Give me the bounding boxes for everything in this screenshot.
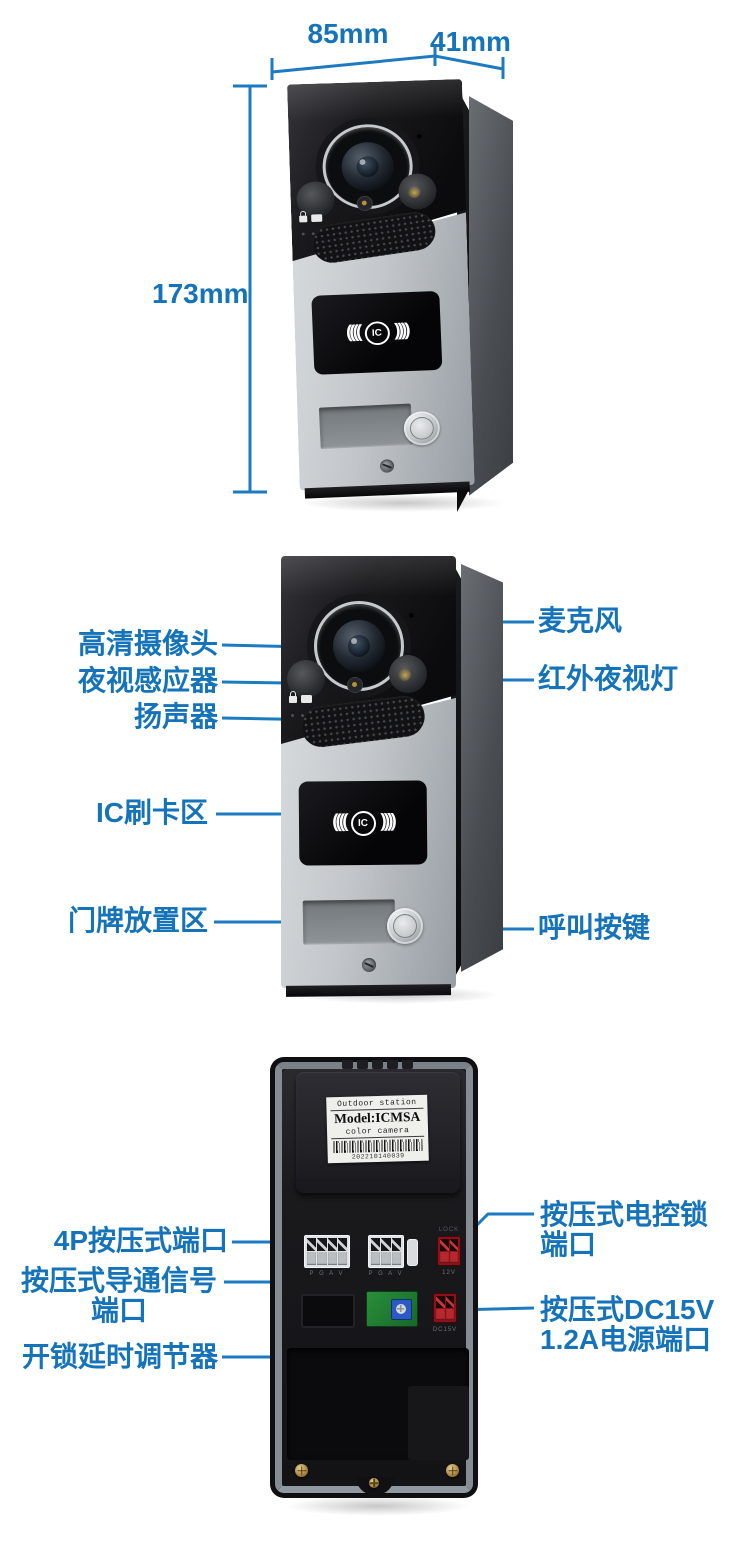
label-speaker: 扬声器 [133, 701, 218, 732]
doorbell-front-labeled-view: (((( IC )))) [281, 556, 503, 1001]
back-recess-panel [287, 1348, 469, 1460]
power-caption: DC15V [432, 1327, 458, 1333]
lock-port-caption: LOCK [438, 1227, 460, 1233]
ir-led-right [389, 655, 427, 693]
terminal-power [433, 1293, 457, 1323]
rfid-waves-left: (((( [345, 322, 360, 343]
label-signal-port-line2: 端口 [90, 1295, 147, 1326]
mounting-box-side [469, 96, 513, 496]
mounting-tabs [342, 1060, 413, 1069]
label-lock-port-line1: 按压式电控锁 [540, 1199, 709, 1230]
cable-socket [301, 1294, 355, 1328]
nameplate-window [318, 403, 413, 449]
label-ir-light: 红外夜视灯 [538, 663, 679, 694]
terminal-lock [437, 1236, 461, 1266]
camera-iris [356, 155, 379, 178]
rfid-waves-left: (((( [332, 811, 346, 833]
label-4p-port: 4P按压式端口 [53, 1225, 228, 1256]
front-screw [362, 958, 376, 972]
sticker-model: Model:ICMSA [333, 1109, 421, 1127]
call-button [387, 908, 423, 944]
pins-caption-3p: P G A V [368, 1271, 404, 1277]
pins-caption-4p: P G A V [309, 1271, 345, 1277]
terminal-4p [304, 1235, 350, 1268]
camera-lens-glass [333, 620, 385, 672]
label-unlock-delay: 开锁延时调节器 [21, 1341, 218, 1372]
dim-width-label: 85mm [307, 18, 389, 49]
device1-shadow [300, 494, 505, 512]
label-power-port-line2: 1.2A电源端口 [540, 1324, 712, 1355]
sticker-serial: 202210140039 [351, 1152, 405, 1161]
model-sticker: Outdoor station Model:ICMSA color camera… [326, 1094, 429, 1164]
padlock-icon [289, 691, 297, 703]
doorbell-front-perspective-view: (((( IC )))) [287, 84, 513, 529]
lock-voltage-caption: 12V [442, 1270, 456, 1276]
label-lock-port-line2: 端口 [540, 1229, 597, 1260]
back-screw-bottom-left [295, 1464, 308, 1477]
device-front-face: (((( IC )))) [281, 556, 456, 997]
rfid-emblem: (((( IC )))) [346, 320, 409, 346]
device2-shadow [295, 986, 500, 1004]
label-microphone: 麦克风 [538, 605, 623, 636]
ic-card-panel: (((( IC )))) [298, 780, 428, 866]
label-power-port-line1: 按压式DC15V [540, 1294, 715, 1325]
label-signal-port: 按压式导通信号 端口 [20, 1266, 218, 1326]
dim-height-label: 173mm [152, 278, 249, 309]
label-ic-area: IC刷卡区 [95, 797, 208, 828]
dim-depth-label: 41mm [430, 26, 511, 57]
label-hd-camera: 高清摄像头 [77, 628, 218, 659]
terminal-capacitor [407, 1239, 418, 1266]
rfid-emblem: (((( IC )))) [332, 810, 394, 836]
device-front-face: (((( IC )))) [287, 79, 475, 499]
nameplate-window [302, 899, 396, 945]
label-call-button: 呼叫按键 [538, 912, 651, 943]
terminal-3p [368, 1235, 404, 1268]
back-screw-bottom-right [446, 1464, 459, 1477]
rfid-waves-right: )))) [393, 320, 408, 341]
card-icon [301, 695, 312, 703]
delay-pcb [366, 1291, 418, 1327]
delay-potentiometer [391, 1299, 412, 1320]
label-lock-port: 按压式电控锁 端口 [540, 1200, 708, 1260]
device3-shadow [285, 1496, 470, 1516]
label-power-port: 按压式DC15V 1.2A电源端口 [540, 1295, 714, 1355]
label-signal-port-line1: 按压式导通信号 [20, 1265, 217, 1296]
night-vision-sensor [347, 677, 363, 693]
ic-badge: IC [363, 320, 390, 346]
mounting-box-side [461, 564, 503, 972]
notch-screw [369, 1478, 379, 1488]
doorbell-back-view: Outdoor station Model:ICMSA color camera… [270, 1057, 478, 1498]
lock-icons [289, 691, 312, 703]
rfid-waves-right: )))) [380, 810, 394, 832]
camera-lens-glass [340, 141, 395, 192]
sticker-camera: color camera [330, 1125, 425, 1140]
lock-icons [299, 214, 323, 223]
label-nameplate: 门牌放置区 [67, 905, 208, 936]
ic-badge: IC [350, 810, 376, 836]
barcode [333, 1139, 423, 1154]
ic-card-panel: (((( IC )))) [311, 290, 443, 375]
camera-iris [348, 635, 370, 657]
indicator-leds [291, 714, 304, 717]
label-night-sensor: 夜视感应器 [77, 665, 218, 696]
padlock-icon [299, 215, 308, 223]
microphone-hole [409, 613, 414, 618]
card-icon [311, 214, 323, 223]
indicator-leds [301, 232, 315, 236]
